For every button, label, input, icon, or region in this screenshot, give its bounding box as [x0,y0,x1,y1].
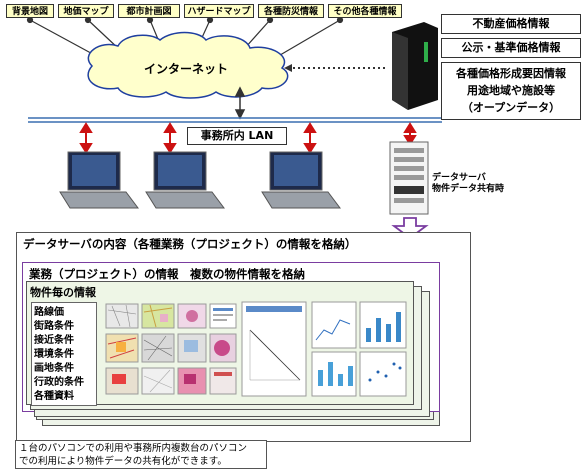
map-thumbnail [177,333,207,363]
map-thumbnail [209,367,237,395]
property-item: 各種資料 [34,391,74,402]
property-item: 街路条件 [34,321,74,332]
tag-other-info: その他各種情報 [328,4,402,18]
internet-cloud [87,31,289,99]
map-thumbnail [141,333,175,363]
chart-thumbnail [359,301,407,349]
map-thumbnail [177,303,207,329]
internet-label: インターネット [144,62,229,76]
chart-thumbnail [359,351,407,397]
data-server-label-line1: データサーバ [432,173,486,183]
internet-server-icon [392,22,438,110]
property-item: 環境条件 [34,349,74,360]
tag-hazard-map: ハザードマップ [184,4,254,18]
map-thumbnail [105,303,139,329]
chart-thumbnail [311,301,357,349]
property-items-list: 路線価 街路条件 接近条件 環境条件 画地条件 行政的条件 各種資料 [31,302,97,406]
property-item: 路線価 [34,307,64,318]
tag-city-plan-map: 都市計画図 [118,4,180,18]
lan-line [28,117,442,123]
data-server-label: データサーバ 物件データ共有時 [432,173,504,195]
cloud-lan-arrow [234,86,246,120]
chart-thumbnail [311,351,357,397]
map-thumbnail [141,367,175,395]
tag-land-price-map: 地価マップ [58,4,114,18]
footnote-line1: １台のパソコンでの利用や事務所内複数台のパソコン [19,443,248,454]
laptop-icon [59,151,139,209]
map-thumbnail [105,333,139,363]
open-data-box: 各種価格形成要因情報 用途地域や施設等 （オープンデータ） [441,62,581,120]
office-lan-label: 事務所内 LAN [187,127,287,145]
real-estate-price-box: 不動産価格情報 [441,14,581,34]
map-thumbnail [177,367,207,395]
tag-disaster-info: 各種防災情報 [258,4,324,18]
laptop-icon [145,151,225,209]
map-thumbnail [105,367,139,395]
line-chart-thumbnail [241,301,307,397]
open-data-line2: 用途地域や施設等 [467,84,555,97]
dotted-arrow-head [284,64,292,72]
property-info-title: 物件毎の情報 [30,286,96,299]
open-data-line3: （オープンデータ） [461,101,561,114]
footnote-line2: での利用により物件データの共有化ができます。 [19,456,227,467]
property-item: 画地条件 [34,363,74,374]
open-data-line1: 各種価格形成要因情報 [456,67,566,80]
property-item: 接近条件 [34,335,74,346]
footnote: １台のパソコンでの利用や事務所内複数台のパソコン での利用により物件データの共有… [15,440,267,469]
map-thumbnail [141,303,175,329]
project-info-title: 業務（プロジェクト）の情報 複数の物件情報を格納 [29,267,305,281]
data-server-label-line2: 物件データ共有時 [432,184,505,194]
property-item: 行政的条件 [34,377,84,388]
data-server-icon [389,141,429,215]
tag-background-map: 背景地図 [6,4,54,18]
property-thumbnails [105,301,407,397]
tag-connector-lines [26,16,344,59]
document-thumbnail [209,303,237,329]
map-thumbnail [209,333,237,363]
data-server-contents-title: データサーバの内容（各種業務（プロジェクト）の情報を格納） [23,237,357,251]
laptop-icon [261,151,341,209]
official-price-box: 公示・基準価格情報 [441,38,581,58]
lan-pc-arrows [79,122,417,154]
